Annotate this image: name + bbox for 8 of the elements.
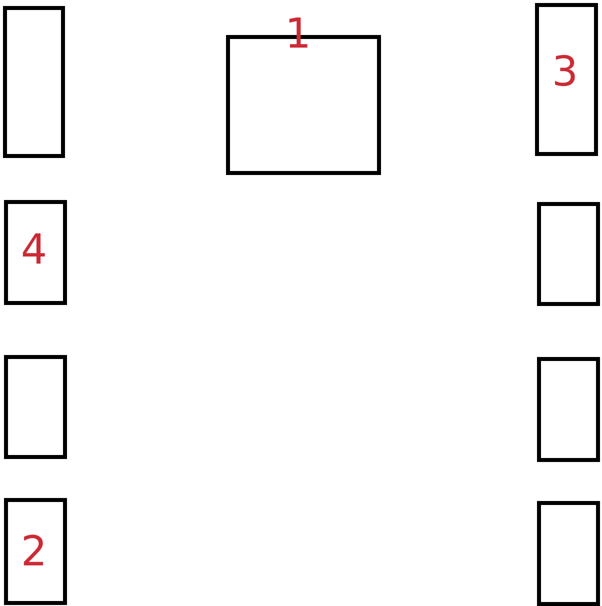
empty-box (537, 501, 600, 606)
labeled-box: 3 (535, 3, 598, 156)
empty-box (3, 6, 65, 158)
empty-box (537, 202, 600, 306)
labeled-box: 4 (4, 200, 67, 305)
empty-box (4, 355, 67, 459)
labeled-box: 2 (4, 498, 67, 605)
empty-box (537, 357, 600, 462)
